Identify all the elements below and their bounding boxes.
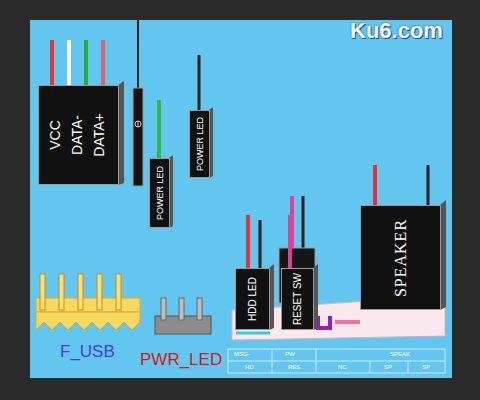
connector-label: DATA- <box>70 115 84 155</box>
reset-connector: RESET SW <box>281 268 314 330</box>
pin-name: NC <box>338 364 347 370</box>
pin-name: PW <box>285 351 295 357</box>
header-name: F_USB <box>60 343 115 360</box>
led-connector: POWER LED <box>189 110 210 178</box>
speaker-connector: SPEAKER <box>360 205 441 310</box>
pin-name: MSG- <box>234 351 250 357</box>
connector-label: HDD LED <box>248 277 258 321</box>
watermark: Ku6.com <box>350 20 443 42</box>
pin-name: SP <box>384 364 392 370</box>
connector-label: POWER LED <box>156 166 165 220</box>
connector-label: VCC <box>48 120 62 150</box>
pin-name: SPEAK <box>390 351 410 357</box>
connector-label: POWER LED <box>196 117 205 171</box>
header-name: PWR_LED <box>140 351 222 368</box>
pin-name: HD <box>245 364 254 370</box>
connector-label: DATA+ <box>92 113 106 156</box>
pin-name: SP <box>422 364 430 370</box>
usb-connector: VCC DATA- DATA+ <box>38 85 119 185</box>
led-connector: POWER LED <box>149 158 170 228</box>
hdd-led-connector: HDD LED <box>235 268 270 330</box>
connector-label: SPEAKER <box>393 218 409 296</box>
pin-name: RES <box>288 364 300 370</box>
connector-label: RESET SW <box>293 273 303 325</box>
